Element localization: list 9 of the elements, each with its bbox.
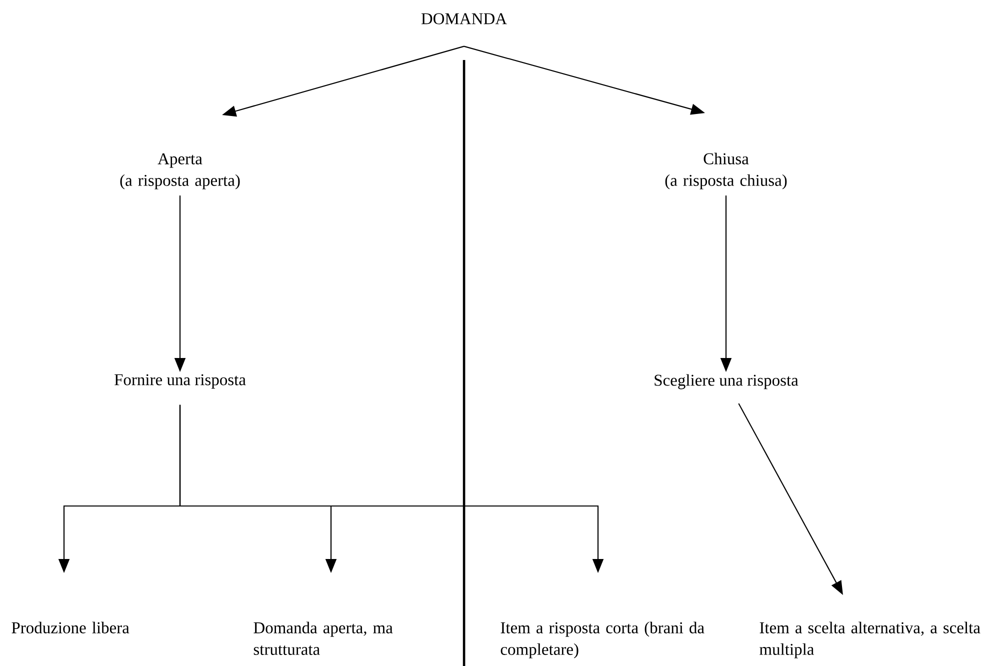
node-label: DOMANDA bbox=[421, 13, 507, 24]
node-label: Item a risposta corta (brani da completare) bbox=[500, 622, 704, 658]
node-label: Chiusa (a risposta chiusa) bbox=[665, 152, 787, 190]
node-label: Fornire una risposta bbox=[114, 374, 246, 389]
node-label: Item a scelta alternativa, a scelta multipla bbox=[760, 622, 980, 658]
node-label: Aperta (a risposta aperta) bbox=[120, 153, 240, 190]
node-label: Produzione libera bbox=[12, 622, 130, 634]
node-label: Domanda aperta, ma strutturata bbox=[254, 622, 393, 655]
node-label: Scegliere una risposta bbox=[654, 374, 798, 390]
